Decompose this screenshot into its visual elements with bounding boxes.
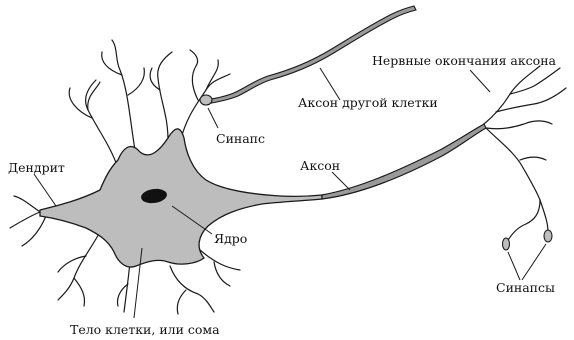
label-nucleus: Ядро (214, 233, 247, 246)
label-soma: Тело клетки, или сома (70, 324, 220, 337)
label-axon-terminals: Нервные окончания аксона (372, 55, 556, 68)
label-axon-other-cell: Аксон другой клетки (298, 97, 438, 110)
label-synapse-top: Синапс (216, 133, 265, 146)
label-dendrite: Дендрит (8, 162, 65, 175)
axon-terminals (484, 66, 566, 244)
synapse-bulb-right (544, 230, 552, 242)
label-synapses: Синапсы (496, 282, 555, 295)
soma-shape (40, 129, 322, 267)
axon-shape (322, 124, 486, 199)
label-axon: Аксон (300, 160, 340, 173)
synapse-bulb-left (503, 238, 510, 250)
synapse-bulb-top (200, 95, 212, 105)
